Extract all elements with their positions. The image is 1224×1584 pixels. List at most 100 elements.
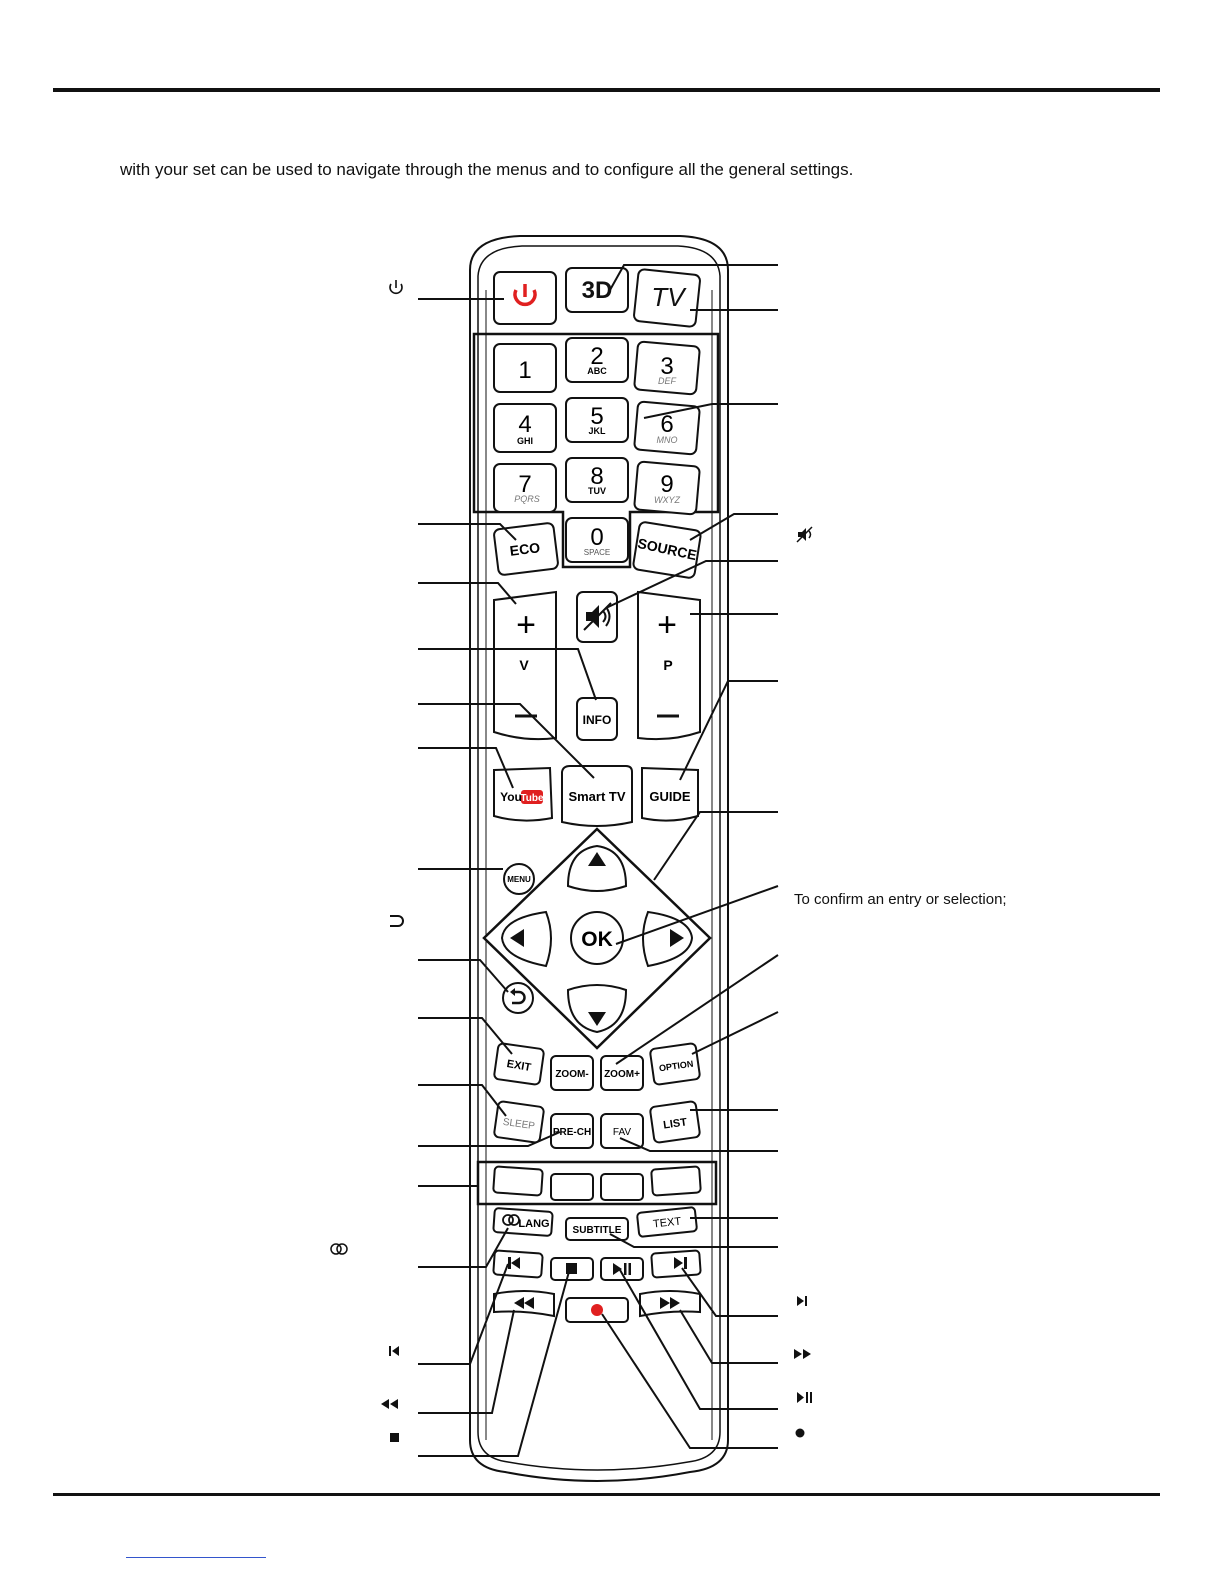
- subtitle-button[interactable]: SUBTITLE: [565, 1217, 629, 1241]
- stop-button[interactable]: [550, 1257, 594, 1281]
- power-icon: [513, 284, 537, 307]
- pre-ch-label: PRE-CH: [553, 1127, 591, 1138]
- skip-next-icon: [674, 1257, 687, 1269]
- pre-ch-button[interactable]: PRE-CH: [550, 1113, 594, 1149]
- menu-button[interactable]: MENU: [503, 863, 535, 895]
- digit-letters: DEF: [658, 376, 677, 386]
- digit-letters: SPACE: [584, 548, 611, 557]
- zoom-plus-button[interactable]: ZOOM+: [600, 1055, 644, 1091]
- digit-letters: MNO: [657, 435, 678, 445]
- volume-rocker[interactable]: + V: [493, 590, 557, 741]
- smart-tv-button[interactable]: Smart TV: [561, 765, 633, 827]
- sleep-button[interactable]: SLEEP: [493, 1100, 545, 1144]
- info-button[interactable]: INFO: [576, 697, 618, 741]
- 3d-button[interactable]: 3D: [565, 267, 629, 313]
- digit-number: 9: [660, 471, 673, 498]
- digit-9-button[interactable]: 9 WXYZ: [633, 460, 701, 516]
- left-callout-power-icon: [389, 280, 403, 295]
- digit-letters: GHI: [517, 436, 533, 446]
- mute-button[interactable]: [576, 591, 618, 643]
- ok-button[interactable]: OK: [570, 911, 624, 965]
- yellow-key-button[interactable]: [600, 1173, 644, 1201]
- sleep-label: SLEEP: [502, 1117, 536, 1132]
- digit-4-button[interactable]: 4 GHI: [493, 403, 557, 453]
- rewind-button[interactable]: [493, 1290, 555, 1318]
- digit-5-button[interactable]: 5 JKL: [565, 397, 629, 443]
- arrow-right-icon: [670, 929, 684, 947]
- digit-number: 4: [518, 411, 531, 438]
- subtitle-label: SUBTITLE: [573, 1225, 622, 1236]
- right-callout-fast-forward-icon: [794, 1349, 811, 1359]
- option-button[interactable]: OPTION: [649, 1042, 701, 1086]
- digit-number: 8: [590, 463, 603, 490]
- digit-8-button[interactable]: 8 TUV: [565, 457, 629, 503]
- lang-label: LANG: [518, 1218, 549, 1230]
- youtube-you-label: You: [500, 790, 522, 804]
- next-button[interactable]: [650, 1249, 702, 1279]
- digit-number: 6: [660, 411, 673, 438]
- red-key-button[interactable]: [492, 1165, 544, 1197]
- youtube-button[interactable]: You Tube: [493, 766, 554, 822]
- digit-3-button[interactable]: 3 DEF: [633, 340, 701, 396]
- digit-number: 7: [518, 471, 531, 498]
- smart-tv-label: Smart TV: [568, 789, 625, 804]
- guide-button[interactable]: GUIDE: [641, 766, 699, 822]
- tv-button[interactable]: TV: [633, 268, 701, 328]
- menu-label: MENU: [507, 875, 531, 884]
- digit-7-button[interactable]: 7 PQRS: [493, 463, 557, 513]
- youtube-tube-label: Tube: [520, 793, 544, 804]
- digit-number: 2: [590, 343, 603, 370]
- zoom-minus-button[interactable]: ZOOM-: [550, 1055, 594, 1091]
- lang-icon: [502, 1214, 520, 1226]
- digit-letters: PQRS: [514, 494, 540, 504]
- lang-button[interactable]: LANG: [492, 1207, 554, 1237]
- fav-button[interactable]: FAV: [600, 1113, 644, 1149]
- blue-key-button[interactable]: [650, 1165, 702, 1197]
- youtube-logo-icon: [521, 790, 543, 804]
- nav-left-button[interactable]: [500, 910, 552, 968]
- text-label: TEXT: [652, 1216, 681, 1231]
- back-button[interactable]: [502, 982, 534, 1014]
- record-button[interactable]: [565, 1297, 629, 1323]
- arrow-up-icon: [588, 852, 606, 866]
- program-up-label: +: [657, 606, 677, 644]
- exit-label: EXIT: [506, 1058, 532, 1074]
- nav-down-button[interactable]: [566, 984, 628, 1034]
- zoom-minus-label: ZOOM-: [555, 1069, 588, 1080]
- 3d-label: 3D: [582, 277, 613, 304]
- program-label: P: [663, 657, 672, 673]
- source-button[interactable]: SOURCE: [632, 521, 702, 579]
- record-icon: [591, 1304, 603, 1316]
- right-callout-record-icon: [795, 1428, 805, 1438]
- navigation-pad[interactable]: OK: [482, 827, 712, 1050]
- footer-link-underline[interactable]: [126, 1557, 266, 1558]
- play-pause-button[interactable]: [600, 1257, 644, 1281]
- green-key-button[interactable]: [550, 1173, 594, 1201]
- list-button[interactable]: LIST: [649, 1100, 701, 1144]
- digit-1-button[interactable]: 1: [493, 343, 557, 393]
- digit-letters: JKL: [588, 426, 606, 436]
- info-label: INFO: [583, 713, 612, 727]
- ok-callout-text: To confirm an entry or selection;: [794, 891, 1007, 908]
- digit-6-button[interactable]: 6 MNO: [633, 400, 701, 456]
- program-rocker[interactable]: + P: [637, 590, 701, 741]
- right-callout-next-icon: [797, 1296, 807, 1306]
- previous-button[interactable]: [492, 1249, 544, 1279]
- digit-letters: WXYZ: [654, 495, 681, 505]
- text-button[interactable]: TEXT: [636, 1206, 698, 1238]
- fast-forward-button[interactable]: [639, 1290, 701, 1318]
- nav-up-button[interactable]: [566, 844, 628, 892]
- exit-button[interactable]: EXIT: [493, 1042, 545, 1086]
- digit-2-button[interactable]: 2 ABC: [565, 337, 629, 383]
- guide-label: GUIDE: [649, 789, 691, 804]
- eco-label: ECO: [509, 539, 541, 559]
- left-callout-rewind-icon: [381, 1399, 398, 1409]
- digit-number: 5: [590, 403, 603, 430]
- volume-label: V: [519, 657, 529, 673]
- stop-icon: [566, 1263, 577, 1274]
- digit-0-button[interactable]: 0 SPACE: [565, 517, 629, 563]
- power-button[interactable]: [493, 271, 557, 325]
- eco-button[interactable]: ECO: [493, 522, 559, 576]
- right-callout-mute-icon: [796, 526, 813, 543]
